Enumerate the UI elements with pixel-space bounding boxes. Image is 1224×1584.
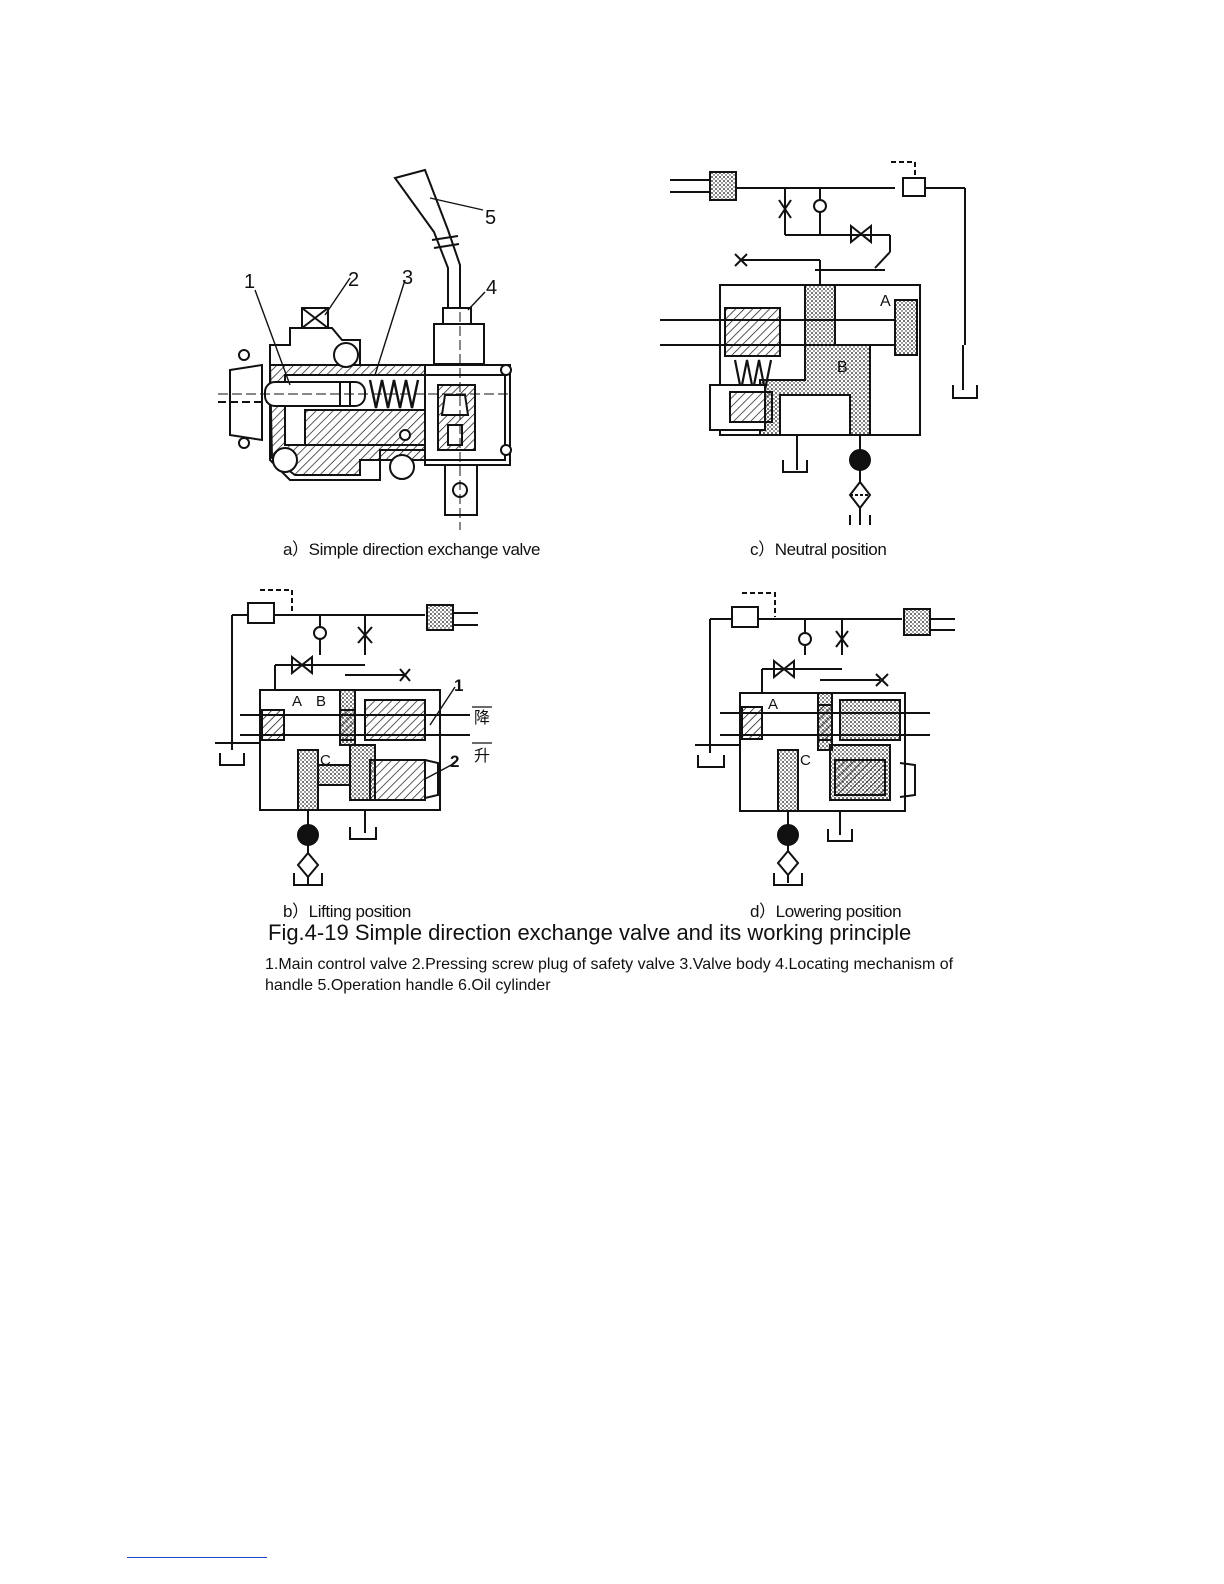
callout-5: 5	[485, 207, 496, 229]
footnote-rule	[127, 1557, 267, 1558]
oil-cylinder	[709, 171, 737, 201]
panel-b-lifting: A B C 1 2 降 升	[210, 585, 510, 890]
callout-4: 4	[486, 277, 497, 299]
label-c: C	[800, 752, 811, 769]
neutral-hydraulic-diagram: A B	[660, 161, 978, 525]
lowering-hydraulic-diagram: A C	[695, 592, 955, 886]
direction-down-label: 降	[474, 709, 490, 727]
caption-c: c）Neutral position	[750, 540, 887, 559]
callout-2: 2	[450, 752, 459, 771]
panel-d-lowering: A C	[690, 585, 970, 890]
label-c: C	[320, 752, 331, 769]
panel-c-neutral: A B	[655, 160, 985, 530]
filter-icon	[776, 849, 800, 877]
callout-2: 2	[348, 269, 359, 291]
label-a: A	[292, 693, 302, 710]
lifting-hydraulic-diagram: A B C 1 2 降 升	[215, 589, 492, 886]
spool-spring	[368, 379, 420, 409]
callout-3: 3	[402, 267, 413, 289]
relief-valve	[247, 602, 275, 624]
pump-icon	[777, 824, 799, 846]
label-a: A	[768, 696, 778, 713]
caption-d: d）Lowering position	[750, 902, 902, 921]
relief-valve	[731, 606, 759, 628]
label-b: B	[316, 693, 326, 710]
figure-legend: 1.Main control valve 2.Pressing screw pl…	[265, 956, 954, 994]
locating-mechanism	[442, 307, 472, 325]
callout-1: 1	[244, 271, 255, 293]
panel-a-valve-section: 1 2 3 4 5	[210, 160, 530, 530]
label-b: B	[837, 359, 848, 376]
valve-section-drawing: 1 2 3 4 5	[218, 168, 512, 530]
oil-cylinder	[426, 604, 454, 631]
relief-valve	[902, 177, 926, 197]
direction-up-label: 升	[474, 747, 490, 765]
callout-1: 1	[454, 676, 463, 695]
figure-title: Fig.4-19 Simple direction exchange valve…	[268, 920, 912, 945]
oil-cylinder	[903, 608, 931, 636]
caption-a: a）Simple direction exchange valve	[283, 540, 541, 559]
pump-icon	[297, 824, 319, 846]
caption-b: b）Lifting position	[283, 902, 411, 921]
pump-icon	[849, 449, 871, 471]
filter-icon	[296, 851, 320, 879]
label-a: A	[880, 293, 891, 310]
